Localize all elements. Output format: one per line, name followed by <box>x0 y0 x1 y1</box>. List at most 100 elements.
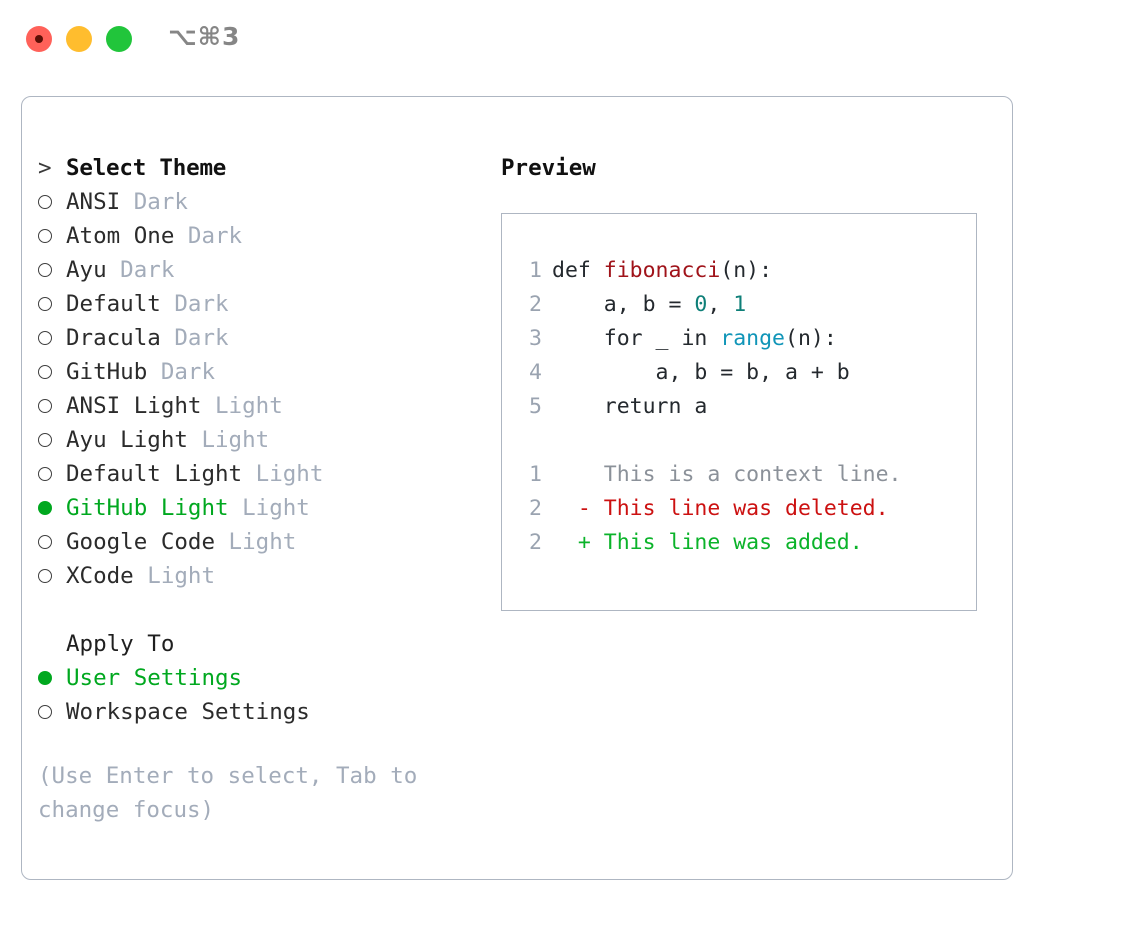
radio-unselected-icon[interactable] <box>38 355 66 389</box>
radio-dot <box>38 704 52 719</box>
code-token: fibonacci <box>603 258 721 283</box>
diff-line: 1 This is a context line. <box>520 458 968 492</box>
radio-unselected-icon[interactable] <box>38 457 66 491</box>
code-token: , <box>707 292 734 317</box>
radio-selected-icon[interactable] <box>38 491 66 525</box>
theme-name: Default Light <box>66 461 243 487</box>
theme-variant-tag: Light <box>228 495 310 521</box>
line-number: 2 <box>529 292 542 317</box>
theme-name: Google Code <box>66 529 216 555</box>
theme-list-item[interactable]: ANSI Dark <box>38 185 488 219</box>
theme-list-item[interactable]: GitHub Light Light <box>38 491 488 525</box>
theme-name: ANSI <box>66 189 121 215</box>
radio-dot <box>38 330 52 345</box>
apply-to-option-label: User Settings <box>66 665 243 691</box>
radio-selected-icon[interactable] <box>38 661 66 695</box>
line-number: 1 <box>529 462 542 487</box>
diff-text: + This line was added. <box>552 530 863 555</box>
prompt-caret-icon: > <box>38 155 52 181</box>
theme-variant-tag: Dark <box>120 189 188 215</box>
radio-dot <box>38 364 52 379</box>
theme-list-item[interactable]: Default Light Light <box>38 457 488 491</box>
preview-title: Preview <box>501 155 596 181</box>
radio-dot <box>38 534 52 549</box>
theme-list-item[interactable]: Google Code Light <box>38 525 488 559</box>
select-theme-heading: > Select Theme <box>38 151 488 185</box>
diff-text: - This line was deleted. <box>552 496 889 521</box>
radio-unselected-icon[interactable] <box>38 219 66 253</box>
diff-line: 2 + This line was added. <box>520 526 968 560</box>
theme-name: Default <box>66 291 161 317</box>
apply-to-option-label: Workspace Settings <box>66 699 310 725</box>
radio-dot <box>38 670 52 685</box>
close-button[interactable] <box>26 26 52 52</box>
theme-list-item[interactable]: Ayu Dark <box>38 253 488 287</box>
line-number: 2 <box>529 496 542 521</box>
line-number: 3 <box>529 326 542 351</box>
diff-lines: 1 This is a context line.2 - This line w… <box>520 458 968 560</box>
theme-list-item[interactable]: ANSI Light Light <box>38 389 488 423</box>
radio-dot <box>38 296 52 311</box>
theme-name: GitHub <box>66 359 148 385</box>
theme-variant-tag: Dark <box>160 325 229 351</box>
theme-list-item[interactable]: Default Dark <box>38 287 488 321</box>
maximize-button[interactable] <box>106 26 132 52</box>
theme-name: Ayu Light <box>66 427 188 453</box>
line-number: 4 <box>529 360 542 385</box>
diff-line: 2 - This line was deleted. <box>520 492 968 526</box>
theme-name: Dracula <box>66 325 161 351</box>
apply-to-option[interactable]: Workspace Settings <box>38 695 488 729</box>
diff-text: This is a context line. <box>552 462 902 487</box>
theme-list-item[interactable]: Dracula Dark <box>38 321 488 355</box>
radio-unselected-icon[interactable] <box>38 287 66 321</box>
minimize-button[interactable] <box>66 26 92 52</box>
theme-name: GitHub Light <box>66 495 229 521</box>
radio-unselected-icon[interactable] <box>38 321 66 355</box>
radio-dot <box>38 228 52 243</box>
radio-unselected-icon[interactable] <box>38 423 66 457</box>
theme-variant-tag: Light <box>215 529 297 555</box>
theme-name: XCode <box>66 563 134 589</box>
theme-list-item[interactable]: Atom One Dark <box>38 219 488 253</box>
theme-list-item[interactable]: GitHub Dark <box>38 355 488 389</box>
apply-to-option[interactable]: User Settings <box>38 661 488 695</box>
radio-unselected-icon[interactable] <box>38 525 66 559</box>
page-title: Select Theme <box>66 155 227 181</box>
line-number: 1 <box>529 258 542 283</box>
radio-unselected-icon[interactable] <box>38 695 66 729</box>
code-line: 2 a, b = 0, 1 <box>520 288 968 322</box>
radio-unselected-icon[interactable] <box>38 559 66 593</box>
code-token: 1 <box>733 292 747 317</box>
code-token: return a <box>552 394 708 419</box>
radio-unselected-icon[interactable] <box>38 389 66 423</box>
radio-dot <box>38 466 52 481</box>
theme-variant-tag: Dark <box>147 359 216 385</box>
radio-dot <box>38 398 52 413</box>
theme-name: ANSI Light <box>66 393 202 419</box>
code-line: 3 for _ in range(n): <box>520 322 968 356</box>
keyboard-shortcut-label: ⌥⌘3 <box>168 22 241 51</box>
radio-unselected-icon[interactable] <box>38 185 66 219</box>
help-text: (Use Enter to select, Tab to change focu… <box>38 763 418 823</box>
theme-list-item[interactable]: Ayu Light Light <box>38 423 488 457</box>
code-diff-spacer <box>520 424 968 458</box>
apply-to-heading: Apply To <box>38 627 488 661</box>
code-token: 0 <box>694 292 708 317</box>
code-line: 5 return a <box>520 390 968 424</box>
radio-dot <box>38 194 52 209</box>
code-token: def <box>552 258 604 283</box>
window-controls <box>26 26 132 52</box>
code-token: for _ in <box>552 326 721 351</box>
theme-list-item[interactable]: XCode Light <box>38 559 488 593</box>
spacer <box>38 593 488 627</box>
radio-unselected-icon[interactable] <box>38 253 66 287</box>
